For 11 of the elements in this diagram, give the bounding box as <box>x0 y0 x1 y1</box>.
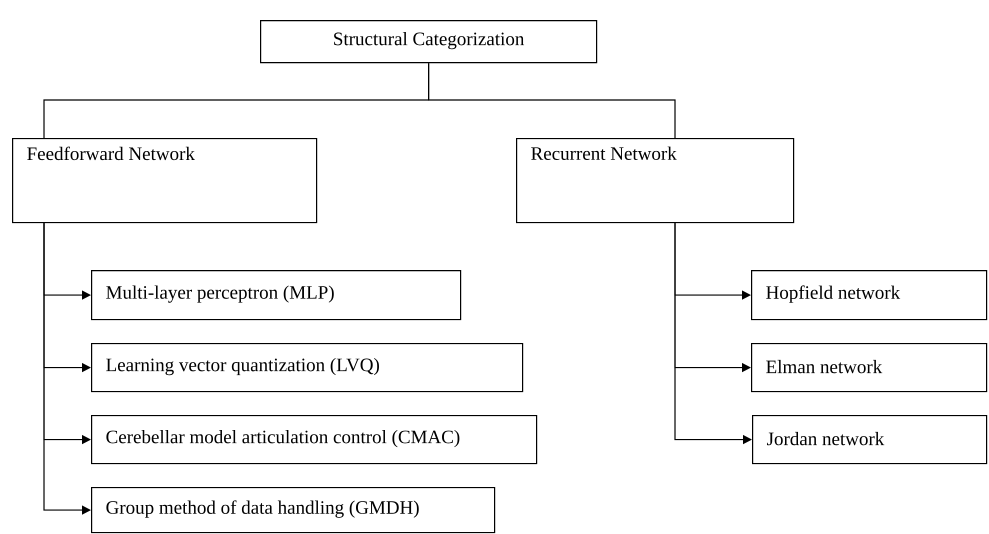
network-box: Cerebellar model articulation control (CMAC) <box>91 414 538 464</box>
network-box: Elman network <box>751 342 988 392</box>
category-box: Feedforward Network <box>12 138 318 224</box>
network-box: Learning vector quantization (LVQ) <box>91 342 524 392</box>
category-box: Structural Categorization <box>260 20 598 64</box>
category-box: Recurrent Network <box>516 138 794 224</box>
connector-line <box>428 63 676 138</box>
network-box: Jordan network <box>752 414 988 464</box>
network-box: Multi-layer perceptron (MLP) <box>91 270 462 320</box>
network-box: Group method of data handling (GMDH) <box>91 486 496 534</box>
network-box: Hopfield network <box>751 270 988 320</box>
